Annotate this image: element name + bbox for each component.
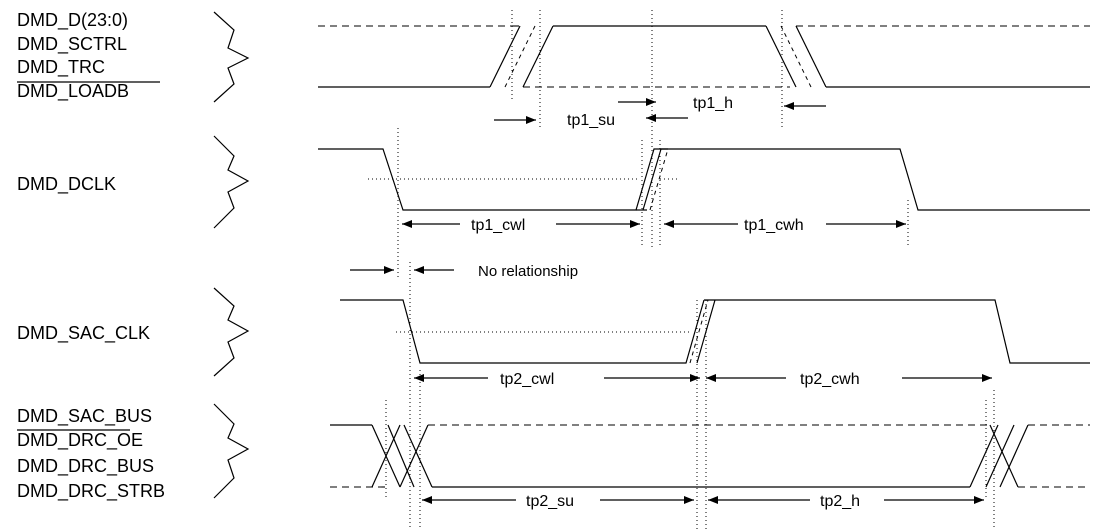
braces (213, 11, 250, 499)
label-tp2-cwh: tp2_cwh (800, 371, 860, 388)
signal-label-dmd-sctrl: DMD_SCTRL (17, 34, 127, 55)
label-tp1-cwl: tp1_cwl (471, 217, 525, 234)
label-tp1-cwh: tp1_cwh (744, 217, 804, 234)
waveform-group2 (330, 424, 1090, 488)
brace-dclk (213, 135, 250, 229)
signal-label-dmd-drc-strb: DMD_DRC_STRB (17, 481, 165, 502)
signal-label-dmd-dclk: DMD_DCLK (17, 174, 116, 195)
label-tp1-su: tp1_su (567, 112, 615, 129)
brace-group2 (213, 403, 250, 499)
signal-label-dmd-loadb: DMD_LOADB (17, 81, 129, 102)
waveform-dclk (318, 148, 1090, 211)
brace-group1 (213, 11, 250, 103)
reference-lines (368, 10, 995, 529)
label-tp1-h: tp1_h (693, 95, 733, 112)
signal-label-dmd-d: DMD_D(23:0) (17, 10, 128, 31)
timing-annotations: tp1_su tp1_h tp1_cwl tp1_cwh No relation… (350, 95, 992, 510)
signal-label-dmd-sac-clk: DMD_SAC_CLK (17, 323, 150, 344)
signal-label-dmd-drc-oe: DMD_DRC_OE (17, 430, 143, 451)
signal-label-dmd-sac-bus: DMD_SAC_BUS (17, 406, 152, 427)
label-tp2-su: tp2_su (526, 493, 574, 510)
signal-labels: DMD_D(23:0) DMD_SCTRL DMD_TRC DMD_LOADB … (17, 10, 165, 502)
signal-label-dmd-trc: DMD_TRC (17, 57, 105, 78)
waveform-sac-clk (340, 299, 1090, 364)
label-no-relationship: No relationship (478, 263, 578, 280)
brace-sac-clk (213, 287, 250, 377)
waveform-group1 (318, 25, 1090, 88)
label-tp2-cwl: tp2_cwl (500, 371, 554, 388)
label-tp2-h: tp2_h (820, 493, 860, 510)
signal-label-dmd-drc-bus: DMD_DRC_BUS (17, 456, 154, 477)
